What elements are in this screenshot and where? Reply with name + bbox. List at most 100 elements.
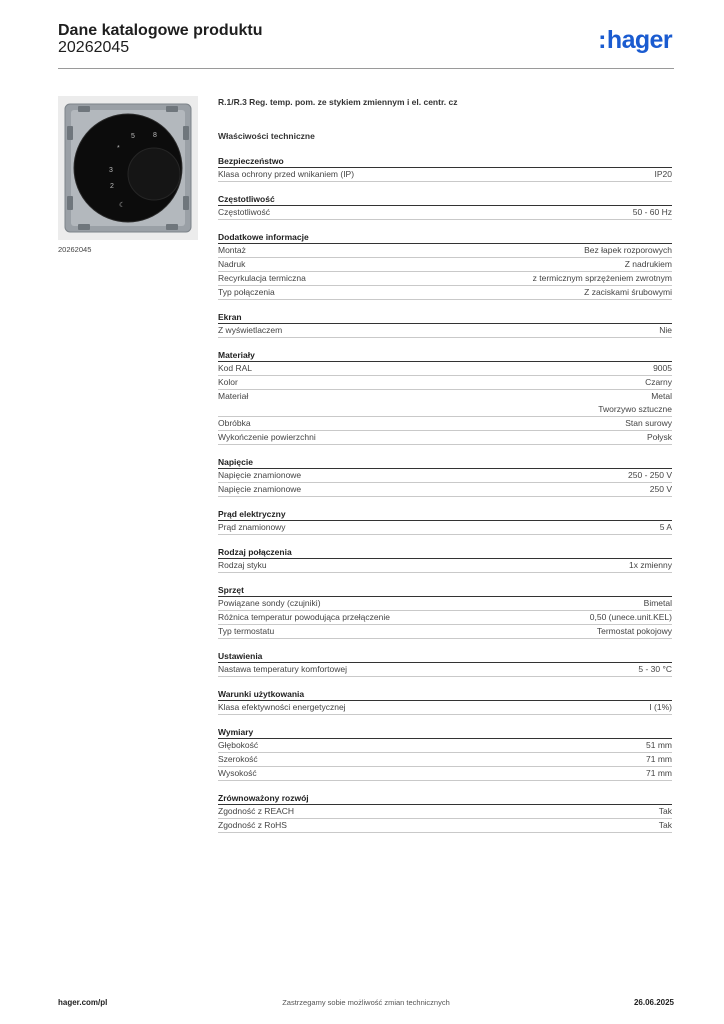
spec-value-line: 250 - 250 V bbox=[628, 470, 672, 480]
spec-value-line: 5 - 30 °C bbox=[638, 664, 672, 674]
section-title: Prąd elektryczny bbox=[218, 508, 672, 521]
spec-value: 250 V bbox=[650, 483, 672, 496]
spec-value: 51 mm bbox=[646, 739, 672, 752]
spec-label: Kod RAL bbox=[218, 363, 253, 373]
dial-mark-8: 8 bbox=[153, 132, 157, 139]
spec-label: Obróbka bbox=[218, 418, 251, 428]
spec-value: Tak bbox=[659, 819, 672, 832]
spec-value-line: 1x zmienny bbox=[629, 560, 672, 570]
spec-value-line: 50 - 60 Hz bbox=[632, 207, 672, 217]
spec-value: Z nadrukiem bbox=[625, 258, 672, 271]
spec-value: 50 - 60 Hz bbox=[633, 206, 672, 219]
spec-value: Czarny bbox=[645, 376, 672, 389]
footer-website: hager.com/pl bbox=[58, 998, 108, 1007]
spec-label: Wykończenie powierzchni bbox=[218, 432, 316, 442]
section-title: Bezpieczeństwo bbox=[218, 155, 672, 168]
spec-row: Nadruk Z nadrukiem bbox=[218, 258, 672, 272]
spec-value-line: 51 mm bbox=[646, 740, 672, 750]
spec-value-line: Tworzywo sztuczne bbox=[598, 404, 672, 414]
section-title: Sprzęt bbox=[218, 584, 672, 597]
spec-value: IP20 bbox=[655, 168, 673, 181]
spec-value-line: Bez łapek rozporowych bbox=[584, 245, 672, 255]
section-title: Warunki użytkowania bbox=[218, 688, 672, 701]
logo-text: hager bbox=[606, 26, 673, 54]
section-title: Dodatkowe informacje bbox=[218, 231, 672, 244]
product-image: * 3 2 5 8 ☾ bbox=[58, 96, 198, 240]
spec-value-line: Tak bbox=[658, 806, 672, 816]
spec-row: Recyrkulacja termiczna z termicznym sprzę… bbox=[218, 272, 672, 286]
spec-value: Tak bbox=[659, 805, 672, 818]
thermostat-image-icon bbox=[58, 96, 198, 240]
spec-label: Typ połączenia bbox=[218, 287, 275, 297]
spec-value-line: Połysk bbox=[646, 432, 672, 442]
spec-value-line: I (1%) bbox=[649, 702, 672, 712]
spec-label: Z wyświetlaczem bbox=[218, 325, 283, 335]
spec-value: Nie bbox=[659, 324, 672, 337]
spec-value-line: 71 mm bbox=[646, 768, 672, 778]
spec-label: Prąd znamionowy bbox=[218, 522, 286, 532]
spec-value-line: 0,50 (unece.unit.KEL) bbox=[589, 612, 672, 622]
section-title: Napięcie bbox=[218, 456, 672, 469]
spec-value: Bez łapek rozporowych bbox=[584, 244, 672, 257]
hager-logo: :hager bbox=[598, 26, 672, 55]
section-title: Ustawienia bbox=[218, 650, 672, 663]
spec-value: 1x zmienny bbox=[629, 559, 672, 572]
spec-label: Recyrkulacja termiczna bbox=[218, 273, 306, 283]
footer-date: 26.06.2025 bbox=[633, 998, 674, 1007]
section-title: Materiały bbox=[218, 349, 672, 362]
spec-label: Częstotliwość bbox=[218, 207, 270, 217]
spec-value: 250 - 250 V bbox=[628, 469, 672, 482]
spec-label: Nastawa temperatury komfortowej bbox=[218, 664, 347, 674]
spec-label: Zgodność z REACH bbox=[218, 806, 295, 816]
spec-label: Nadruk bbox=[218, 259, 246, 269]
spec-row: Typ połączenia Z zaciskami śrubowymi bbox=[218, 286, 672, 300]
spec-value-line: 71 mm bbox=[646, 754, 672, 764]
dial-mark-2: 2 bbox=[110, 183, 114, 190]
spec-row: Nastawa temperatury komfortowej 5 - 30 °C bbox=[218, 663, 672, 677]
spec-label: Powiązane sondy (czujniki) bbox=[218, 598, 321, 608]
spec-row: Klasa ochrony przed wnikaniem (IP)IP20 bbox=[218, 168, 672, 182]
spec-row: Z wyświetlaczem Nie bbox=[218, 324, 672, 338]
spec-value: z termicznym sprzężeniem zwrotnym bbox=[533, 272, 672, 285]
spec-row: Wykończenie powierzchni Połysk bbox=[218, 431, 672, 445]
section-title: Częstotliwość bbox=[218, 193, 672, 206]
spec-value: 5 A bbox=[660, 521, 672, 534]
spec-row: Kolor Czarny bbox=[218, 376, 672, 390]
spec-value-line: Tak bbox=[658, 820, 672, 830]
spec-row: Zgodność z RoHS Tak bbox=[218, 819, 672, 833]
spec-value-line: Stan surowy bbox=[625, 418, 672, 428]
spec-row: Różnica temperatur powodująca przełączen… bbox=[218, 611, 672, 625]
spec-label: Kolor bbox=[218, 377, 238, 387]
spec-value-line: 5 A bbox=[659, 522, 672, 532]
spec-label: Klasa efektywności energetycznej bbox=[218, 702, 346, 712]
dial-mark-3: 3 bbox=[109, 167, 113, 174]
footer-notice: Zastrzegamy sobie możliwość zmian techni… bbox=[282, 998, 450, 1007]
moon-icon: ☾ bbox=[119, 202, 126, 209]
spec-label: Różnica temperatur powodująca przełączen… bbox=[218, 612, 390, 622]
product-number: 20262045 bbox=[58, 39, 130, 56]
spec-value-line: Z nadrukiem bbox=[624, 259, 672, 269]
spec-label: Zgodność z RoHS bbox=[218, 820, 287, 830]
spec-value: I (1%) bbox=[649, 701, 672, 714]
spec-value: Z zaciskami śrubowymi bbox=[584, 286, 672, 299]
dial-mark-5: 5 bbox=[131, 133, 135, 140]
spec-row: Częstotliwość 50 - 60 Hz bbox=[218, 206, 672, 220]
